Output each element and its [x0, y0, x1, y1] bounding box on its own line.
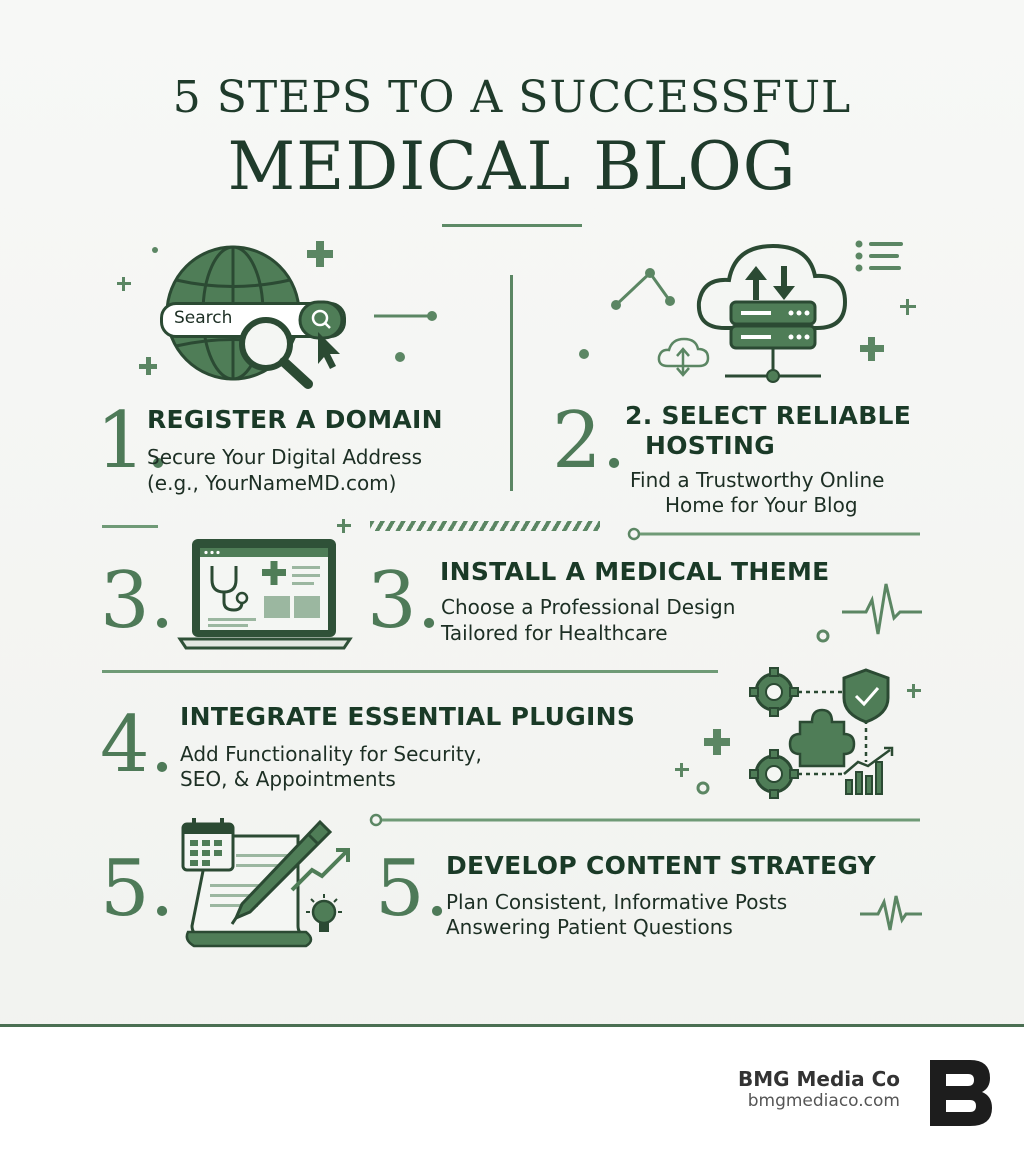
search-bar-label: Search: [174, 308, 233, 328]
step-1-desc-line-1: Secure Your Digital Address: [147, 445, 423, 469]
divider-dot-line: [627, 527, 920, 541]
step-5-desc-line-2: Answering Patient Questions: [446, 915, 733, 939]
step-4-heading: INTEGRATE ESSENTIAL PLUGINS: [180, 702, 636, 731]
network-nodes-icon: [611, 268, 675, 310]
footer: [0, 1024, 1024, 1157]
divider-3-4: [102, 670, 718, 673]
brand-logo: [926, 1054, 996, 1130]
step-3-heading: INSTALL A MEDICAL THEME: [440, 557, 830, 586]
step-1-desc-line-2: (e.g., YourNameMD.com): [147, 471, 397, 495]
step-1-number: 1.: [96, 396, 171, 486]
title-line-1: 5 STEPS TO A SUCCESSFUL: [172, 72, 852, 123]
step-5-heading: DEVELOP CONTENT STRATEGY: [446, 851, 877, 880]
step-3-number: 3.: [367, 556, 442, 646]
step-3-desc-line-1: Choose a Professional Design: [441, 595, 736, 619]
magnifier-icon: [239, 300, 344, 389]
step-5-number-left: 5.: [100, 844, 175, 934]
step-1-heading: REGISTER A DOMAIN: [147, 405, 443, 434]
step-2-desc-line-1: Find a Trustworthy Online: [630, 468, 885, 492]
list-icon: [855, 240, 903, 272]
divider-hatched: [370, 521, 600, 531]
small-cloud-icon: [657, 337, 710, 377]
cloud-server-icon: [696, 243, 848, 383]
step-3-desc-line-2: Tailored for Healthcare: [441, 621, 668, 645]
step-3-number-left: 3.: [100, 556, 175, 646]
pulse-icon: [842, 583, 922, 635]
step-5-desc-line-1: Plan Consistent, Informative Posts: [446, 890, 788, 914]
step-4-desc-line-2: SEO, & Appointments: [180, 767, 396, 791]
step-5-number: 5.: [375, 844, 450, 934]
step-2-number: 2.: [552, 396, 627, 486]
column-divider: [510, 275, 513, 491]
footer-url[interactable]: bmgmediaco.com: [747, 1091, 900, 1111]
pulse-icon-small: [860, 895, 922, 931]
divider-4-5: [369, 813, 920, 827]
decorative-sparkles: [117, 241, 921, 795]
step-4-number: 4.: [100, 700, 175, 790]
step-2-heading-line-2: HOSTING: [645, 431, 776, 460]
title-divider: [442, 224, 582, 227]
laptop-stethoscope-icon: [177, 539, 353, 650]
step-4-desc-line-1: Add Functionality for Security,: [180, 742, 482, 766]
step-2-heading-line-1: 2. SELECT RELIABLE: [625, 401, 912, 430]
calendar-document-pen-icon: [181, 818, 350, 948]
decorative-line-dot: [374, 311, 437, 321]
divider-short: [102, 525, 158, 528]
title-line-2: MEDICAL BLOG: [227, 128, 797, 205]
step-2-desc-line-2: Home for Your Blog: [665, 493, 858, 517]
gears-puzzle-shield-icon: [749, 667, 894, 799]
footer-brand: BMG Media Co: [737, 1067, 900, 1091]
